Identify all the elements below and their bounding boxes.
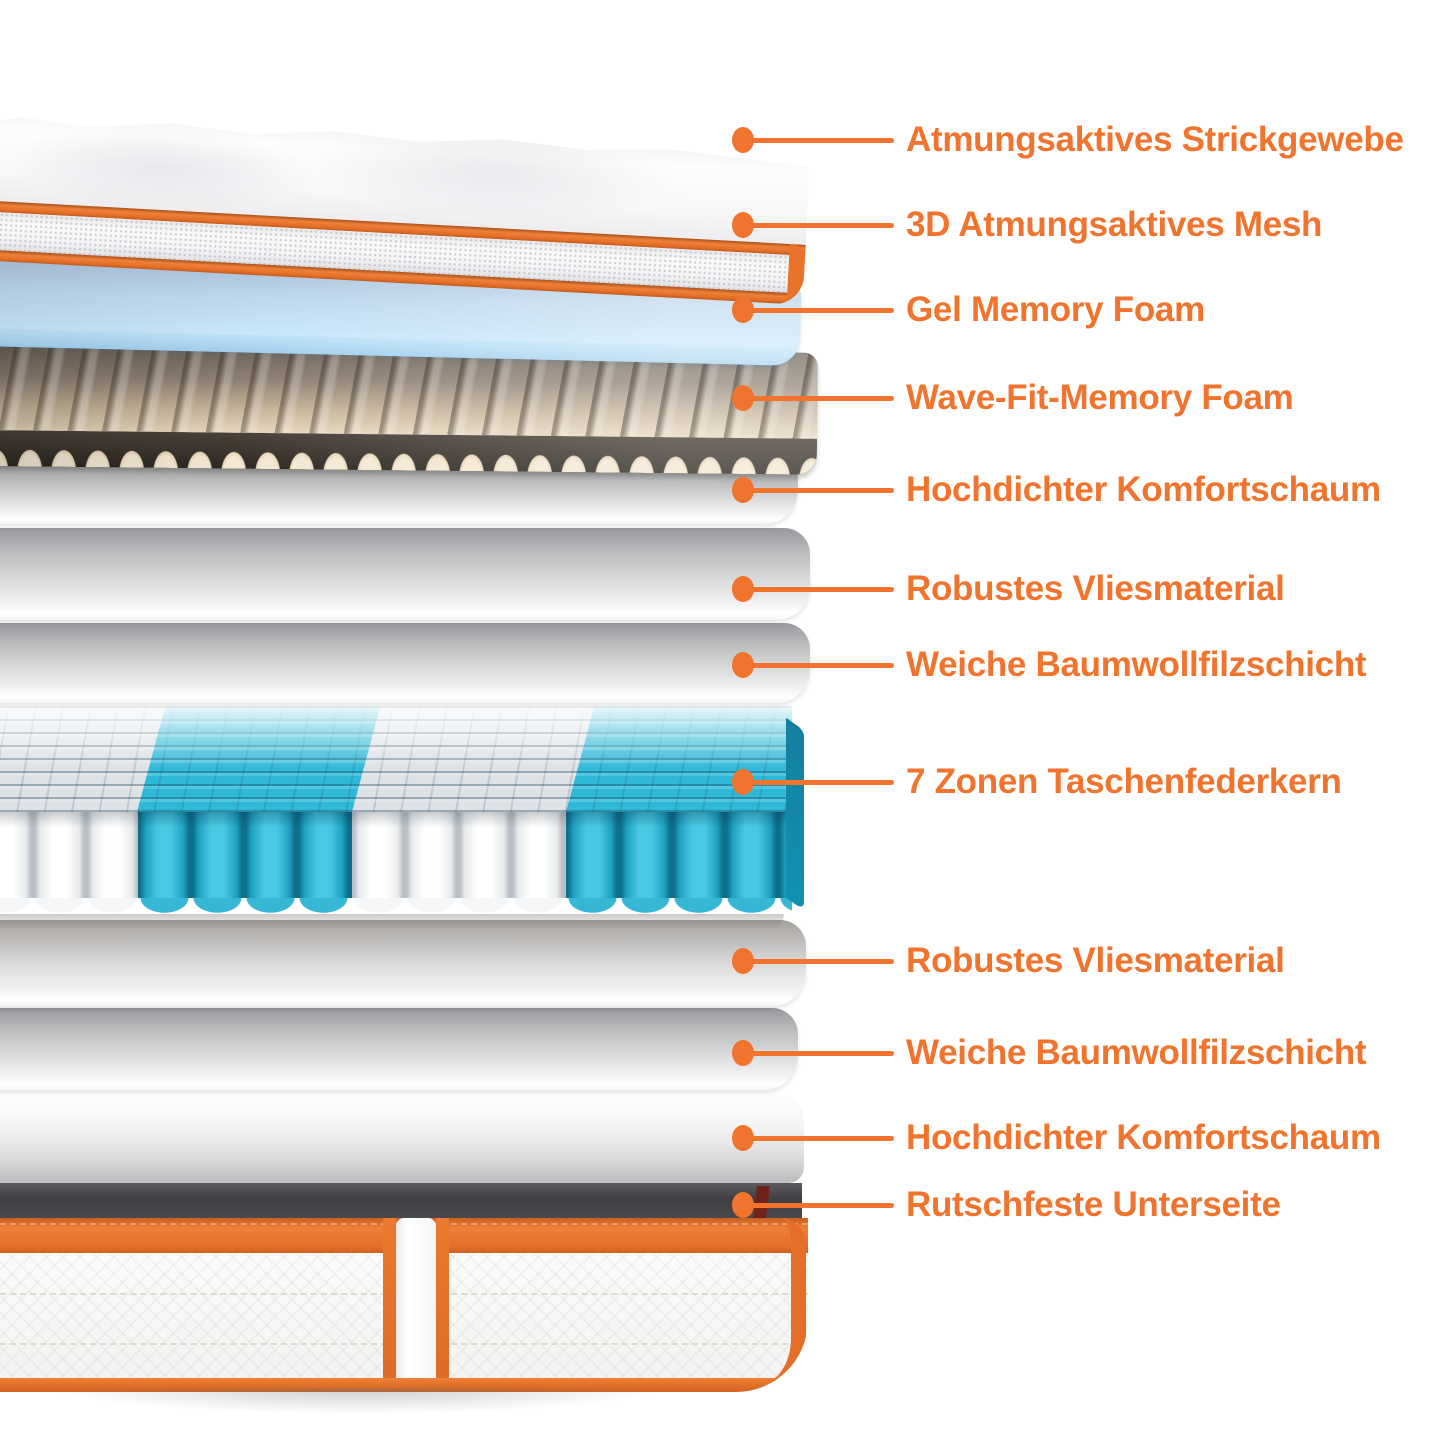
callout-label: Hochdichter Komfortschaum <box>906 1118 1381 1157</box>
callout-line <box>748 779 894 785</box>
callout-dot-icon <box>732 385 754 411</box>
callout-dot-icon <box>732 576 754 602</box>
callout-label: Atmungsaktives Strickgewebe <box>906 120 1404 159</box>
layer-fleece-upper <box>0 528 810 620</box>
callout-line <box>748 222 894 228</box>
callout-label: 3D Atmungsaktives Mesh <box>906 205 1323 244</box>
callout-line <box>748 586 894 592</box>
spring-coil-texture <box>0 706 792 812</box>
callout-item: Weiche Baumwollfilzschicht <box>732 1033 1367 1073</box>
callout-dot-icon <box>732 1192 754 1218</box>
callout-item: Rutschfeste Unterseite <box>732 1185 1281 1225</box>
callout-item: Atmungsaktives Strickgewebe <box>732 120 1404 160</box>
layer-cotton-felt-upper <box>0 623 810 703</box>
callout-dot-icon <box>732 652 754 678</box>
callout-dot-icon <box>732 1040 754 1066</box>
callout-item: Hochdichter Komfortschaum <box>732 470 1381 510</box>
strap-white-center <box>396 1218 436 1392</box>
callout-dot-icon <box>732 127 754 153</box>
callout-label: Robustes Vliesmaterial <box>906 569 1285 608</box>
callout-line <box>748 958 894 964</box>
callout-line <box>748 1202 894 1208</box>
callout-dot-icon <box>732 769 754 795</box>
floor-shadow <box>0 1388 820 1424</box>
base-corner-piping <box>751 1218 806 1384</box>
callout-item: Gel Memory Foam <box>732 290 1205 330</box>
layer-cotton-felt-lower <box>0 1008 798 1090</box>
layer-wave-memory-foam <box>0 344 818 475</box>
callout-line <box>748 137 894 143</box>
spring-under-shadow <box>0 914 784 930</box>
spring-zone-white <box>352 812 566 916</box>
non-slip-bottom-strip <box>0 1183 802 1218</box>
callout-item: 7 Zonen Taschenfederkern <box>732 762 1342 802</box>
callout-dot-icon <box>732 948 754 974</box>
callout-item: 3D Atmungsaktives Mesh <box>732 205 1322 245</box>
layer-pocket-spring-core <box>0 706 804 930</box>
callout-line <box>748 487 894 493</box>
spring-front-face <box>0 812 792 916</box>
layer-base-unit <box>0 1090 808 1392</box>
spring-zone-teal <box>138 812 352 916</box>
callout-item: Robustes Vliesmaterial <box>732 941 1285 981</box>
callout-label: Gel Memory Foam <box>906 290 1205 329</box>
spring-zone-teal <box>566 812 792 916</box>
base-bottom-piping <box>0 1378 808 1392</box>
callout-line <box>748 1135 894 1141</box>
callout-item: Robustes Vliesmaterial <box>732 569 1285 609</box>
callout-label: Rutschfeste Unterseite <box>906 1185 1281 1224</box>
callout-line <box>748 307 894 313</box>
callout-line <box>748 395 894 401</box>
spring-zone-white <box>0 812 138 916</box>
callout-line <box>748 1050 894 1056</box>
spring-side-face <box>786 717 804 911</box>
strap-orange-edge <box>383 1218 396 1392</box>
callout-label: Wave-Fit-Memory Foam <box>906 378 1294 417</box>
callout-label: 7 Zonen Taschenfederkern <box>906 762 1342 801</box>
callout-dot-icon <box>732 297 754 323</box>
callout-dot-icon <box>732 477 754 503</box>
strap-orange-edge <box>436 1218 449 1392</box>
callout-label: Weiche Baumwollfilzschicht <box>906 645 1367 684</box>
callout-label: Hochdichter Komfortschaum <box>906 470 1381 509</box>
callout-dot-icon <box>732 1125 754 1151</box>
callout-line <box>748 662 894 668</box>
spring-top-surface <box>0 706 792 812</box>
callout-item: Weiche Baumwollfilzschicht <box>732 645 1367 685</box>
layer-fleece-lower <box>0 920 806 1006</box>
base-comfort-foam-slab <box>0 1090 804 1183</box>
callout-item: Hochdichter Komfortschaum <box>732 1118 1381 1158</box>
callout-label: Robustes Vliesmaterial <box>906 941 1285 980</box>
callout-label: Weiche Baumwollfilzschicht <box>906 1033 1367 1072</box>
callout-item: Wave-Fit-Memory Foam <box>732 378 1294 418</box>
base-vertical-strap <box>383 1218 449 1392</box>
callout-dot-icon <box>732 212 754 238</box>
